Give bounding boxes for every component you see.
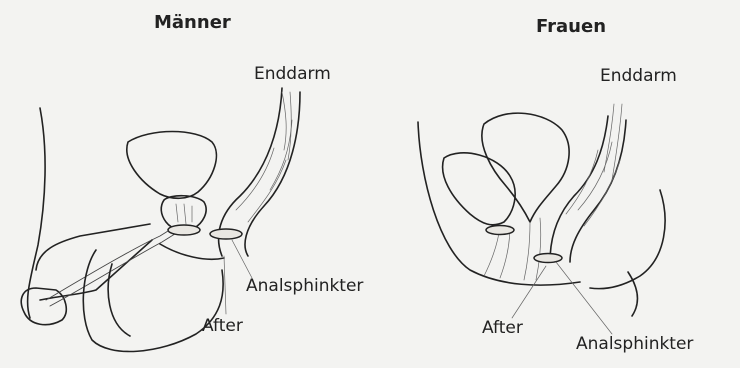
perineum [160, 244, 224, 259]
bladder [127, 132, 217, 199]
female-anus-leader [512, 266, 546, 318]
men-title: Männer [154, 12, 231, 33]
women-anus-label: After [482, 318, 523, 338]
female-anatomy [418, 104, 665, 334]
male-body-outline [28, 108, 46, 318]
uterus [482, 113, 569, 222]
female-bladder [443, 153, 516, 225]
male-rectum-leader [282, 92, 291, 160]
scrotum [83, 250, 223, 351]
penis-outline [36, 224, 152, 300]
women-anal-sphincter-label: Analsphinkter [576, 334, 693, 354]
women-rectum-label: Enddarm [600, 66, 677, 86]
scrotum-inner [108, 264, 130, 336]
female-rectum-leader [604, 104, 622, 180]
female-anal-sphincter [534, 254, 562, 263]
male-sphincter-leader [232, 240, 252, 278]
women-title: Frauen [536, 16, 606, 37]
female-sphincter-leader [556, 262, 612, 334]
female-body-outline [418, 122, 665, 289]
male-anus-leader [224, 256, 226, 314]
female-urethral-sphincter [486, 226, 514, 235]
men-anus-label: After [202, 316, 243, 336]
male-anal-sphincter [210, 229, 242, 239]
men-rectum-label: Enddarm [254, 64, 331, 84]
female-rectum-wall [550, 116, 626, 262]
male-anatomy [21, 88, 300, 351]
urethral-sphincter [168, 225, 200, 235]
men-anal-sphincter-label: Analsphinkter [246, 276, 363, 296]
